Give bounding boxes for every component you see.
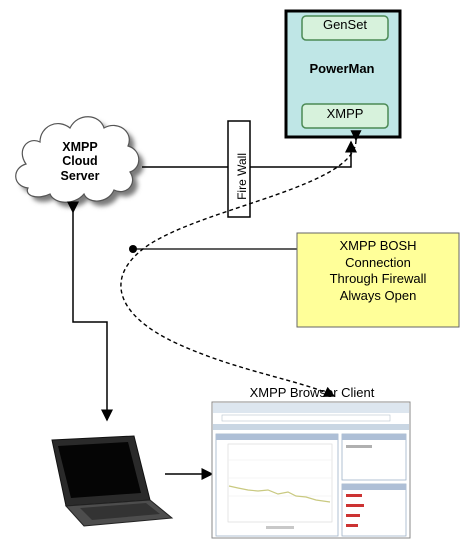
bosh-note-line4: Always Open [339, 287, 417, 303]
chart-plot-area [227, 443, 333, 523]
laptop-screen [58, 442, 141, 498]
cloud-server-label: XMPP Cloud Server [34, 140, 126, 183]
reading-3 [346, 514, 360, 517]
powerman-title: PowerMan [309, 61, 375, 76]
browser-toolbar [213, 403, 409, 413]
cloud [15, 116, 140, 203]
bosh-dashed-connection [120, 130, 362, 397]
cloud-laptop-arrow [67, 201, 113, 422]
cloud-label-line1: XMPP [62, 140, 98, 154]
genset-label: GenSet [322, 17, 368, 32]
reading-1 [346, 494, 362, 497]
browser-client-title: XMPP Browser Client [249, 385, 375, 400]
browser-client-screenshot [211, 401, 411, 539]
bosh-note-line1: XMPP BOSH [339, 238, 417, 253]
xmpp-module [301, 103, 389, 129]
laptop [51, 435, 174, 527]
cloud-label-line3: Server [60, 168, 100, 183]
connector-dot [129, 245, 137, 253]
bosh-note-line2: Connection [345, 254, 411, 270]
bosh-note-text: XMPP BOSH Connection Through Firewall Al… [297, 238, 459, 305]
side-panel-bottom-header [342, 484, 406, 490]
browser-address-bar [221, 414, 391, 422]
browser-tabs [213, 424, 409, 430]
xmpp-module-label: XMPP [326, 106, 364, 121]
bosh-note-box [296, 232, 460, 328]
genset-module [301, 15, 389, 41]
firewall-box [227, 120, 251, 218]
side-panel-bottom [341, 483, 407, 537]
chart-trend-line [228, 485, 331, 503]
chart-x-axis-label [266, 526, 294, 529]
side-panel-top-item [346, 445, 372, 448]
laptop-keyboard [80, 503, 160, 520]
chart-panel-header [216, 434, 338, 440]
bosh-note-line3: Through Firewall [329, 271, 427, 287]
side-panel-top [341, 433, 407, 481]
firewall-label: Fire Wall [235, 153, 250, 200]
reading-4 [346, 524, 358, 527]
cloud-label-line2: Cloud [62, 154, 98, 169]
side-panel-top-header [342, 434, 406, 440]
firewall-powerman-arrow [250, 140, 357, 168]
reading-2 [346, 504, 364, 507]
